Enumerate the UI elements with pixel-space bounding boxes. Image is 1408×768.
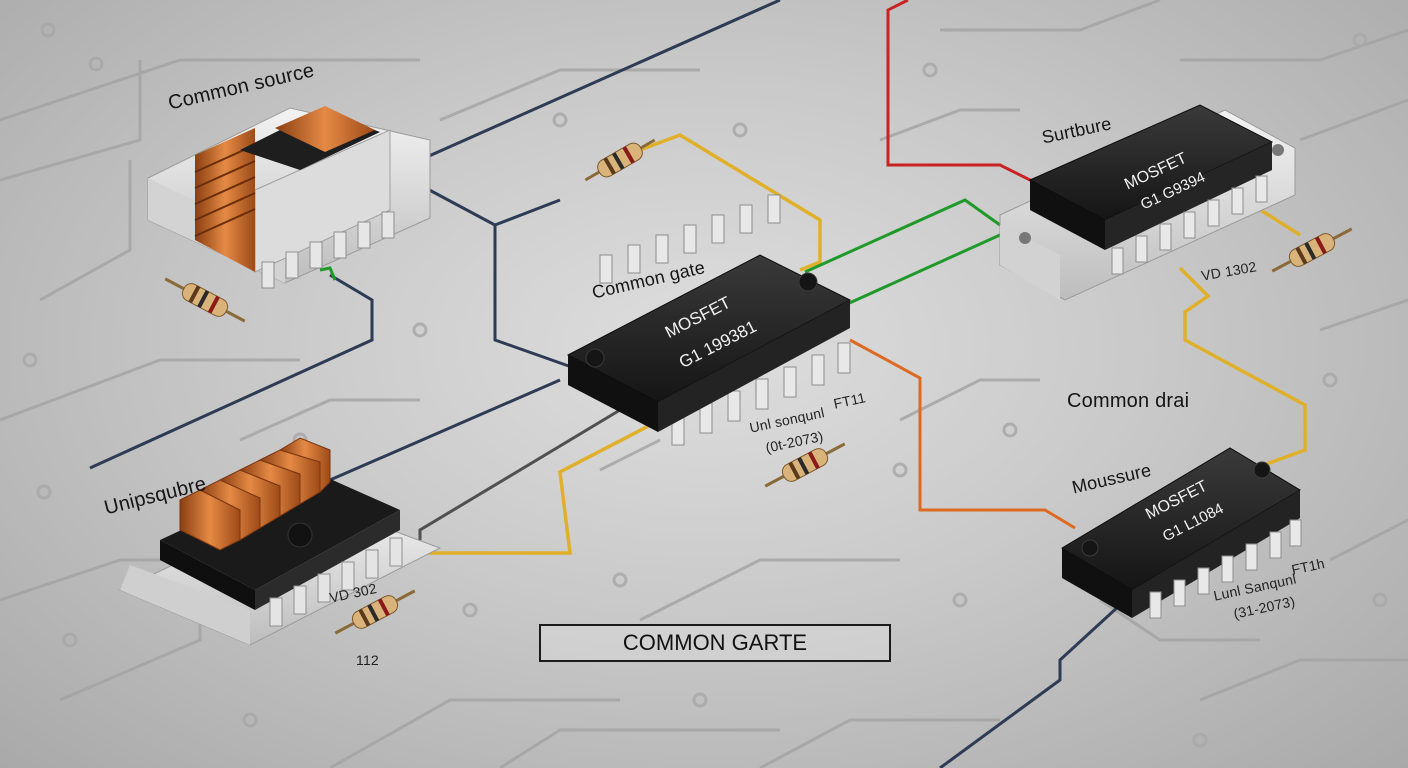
wire-orange	[849, 338, 1076, 530]
heatsink-component	[118, 437, 442, 646]
wire-red	[886, 0, 1041, 187]
caption-box: COMMON GARTE	[539, 624, 891, 662]
resistor-right	[1271, 227, 1353, 273]
mosfet-chip-bottom-right	[1061, 447, 1302, 619]
wire-green	[319, 198, 1001, 307]
wire-gray	[418, 408, 621, 540]
annotation-bottom-left-num: 112	[356, 652, 379, 668]
resistor-bottom-left	[334, 589, 416, 635]
resistor-top	[584, 138, 656, 182]
label-common-drain: Common drai	[1067, 390, 1190, 412]
caption-text: COMMON GARTE	[622, 630, 808, 655]
mosfet-chip-top-right	[999, 104, 1296, 301]
resistor-center	[764, 442, 846, 488]
transformer-component	[147, 106, 431, 289]
mosfet-chip-center	[566, 194, 852, 446]
resistor-left	[164, 277, 246, 323]
background-vias	[22, 22, 1388, 748]
